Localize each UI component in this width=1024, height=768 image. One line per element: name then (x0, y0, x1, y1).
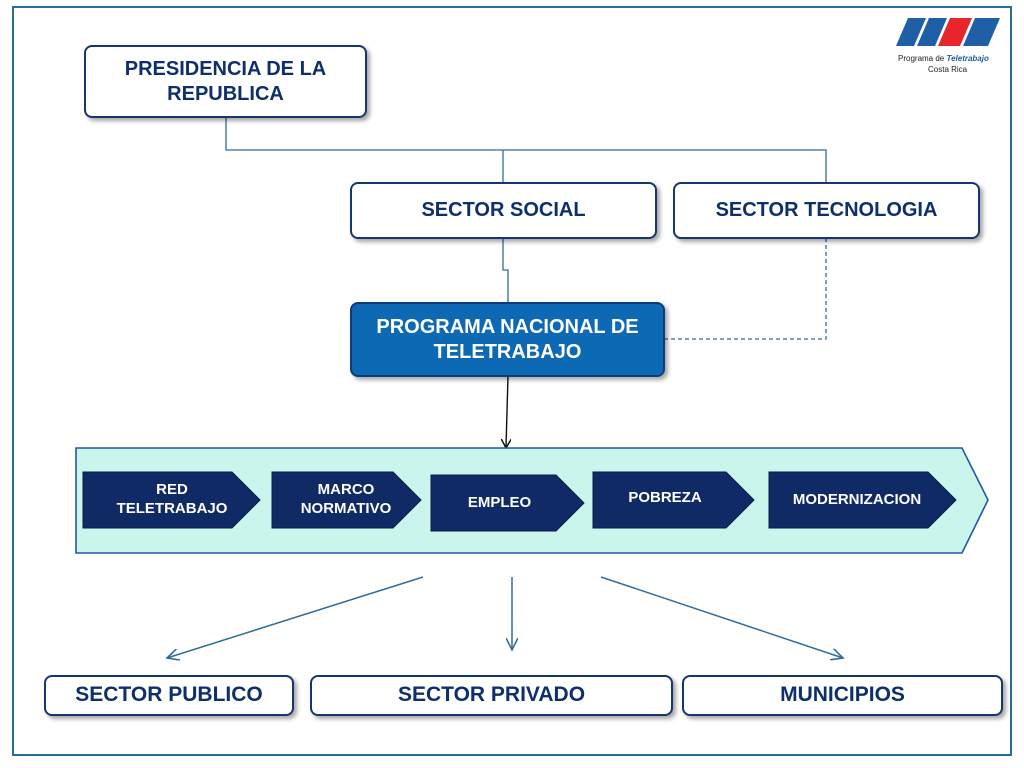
arrow-to-sector-publico (167, 576, 424, 658)
logo-line1: Programa de Teletrabajo (898, 54, 989, 63)
chevron-red-teletrabajo: RED TELETRABAJO (92, 472, 252, 528)
node-sector-publico: SECTOR PUBLICO (44, 675, 294, 716)
chevron-shape-pobreza (592, 471, 755, 529)
node-presidencia: PRESIDENCIA DE LA REPUBLICA (84, 45, 367, 118)
node-municipios-label: MUNICIPIOS (780, 683, 905, 707)
chevron-shape-marco-normativo (271, 471, 422, 529)
chevron-marco-normativo: MARCO NORMATIVO (276, 472, 416, 528)
chevron-marco-normativo-label: MARCO NORMATIVO (300, 481, 392, 517)
arrow-programa-to-band (506, 375, 508, 447)
node-programa-label: PROGRAMA NACIONAL DE TELETRABAJO (376, 315, 639, 363)
logo-prefix: Programa de (898, 54, 945, 63)
chevron-empleo: EMPLEO (431, 475, 584, 531)
connector-presidencia-down (225, 117, 827, 183)
node-programa-nacional: PROGRAMA NACIONAL DE TELETRABAJO (350, 302, 665, 377)
node-sector-privado-label: SECTOR PRIVADO (397, 683, 586, 707)
chevron-modernizacion: MODERNIZACION (773, 472, 951, 528)
logo-brand: Teletrabajo (946, 54, 989, 63)
node-sector-tecnologia-label: SECTOR TECNOLOGIA (715, 199, 938, 221)
node-sector-privado: SECTOR PRIVADO (310, 675, 673, 716)
slide-frame (12, 6, 1012, 756)
logo-stripes-icon (896, 18, 1000, 46)
teletrabajo-logo: Programa de Teletrabajo Costa Rica (888, 14, 1012, 78)
node-presidencia-label: PRESIDENCIA DE LA REPUBLICA (124, 57, 327, 105)
arrow-to-municipios (600, 576, 843, 658)
node-sector-publico-label: SECTOR PUBLICO (75, 683, 263, 707)
chevron-shape-red-teletrabajo (82, 471, 261, 529)
logo-line2: Costa Rica (928, 65, 968, 74)
node-sector-tecnologia: SECTOR TECNOLOGIA (673, 182, 980, 239)
chevron-pobreza-label: POBREZA (628, 488, 702, 506)
chevron-pobreza: POBREZA (593, 470, 753, 526)
chevron-shape-empleo (430, 474, 585, 532)
chevron-shape-modernizacion (768, 471, 957, 529)
connector-tecnologia-to-programa-dashed (665, 238, 827, 340)
node-municipios: MUNICIPIOS (682, 675, 1003, 716)
chevron-red-teletrabajo-label: RED TELETRABAJO (116, 481, 228, 517)
node-sector-social-label: SECTOR SOCIAL (421, 199, 586, 221)
chevron-modernizacion-label: MODERNIZACION (792, 490, 922, 508)
chevron-empleo-label: EMPLEO (467, 493, 532, 511)
connector-social-to-programa (502, 238, 509, 303)
node-sector-social: SECTOR SOCIAL (350, 182, 657, 239)
